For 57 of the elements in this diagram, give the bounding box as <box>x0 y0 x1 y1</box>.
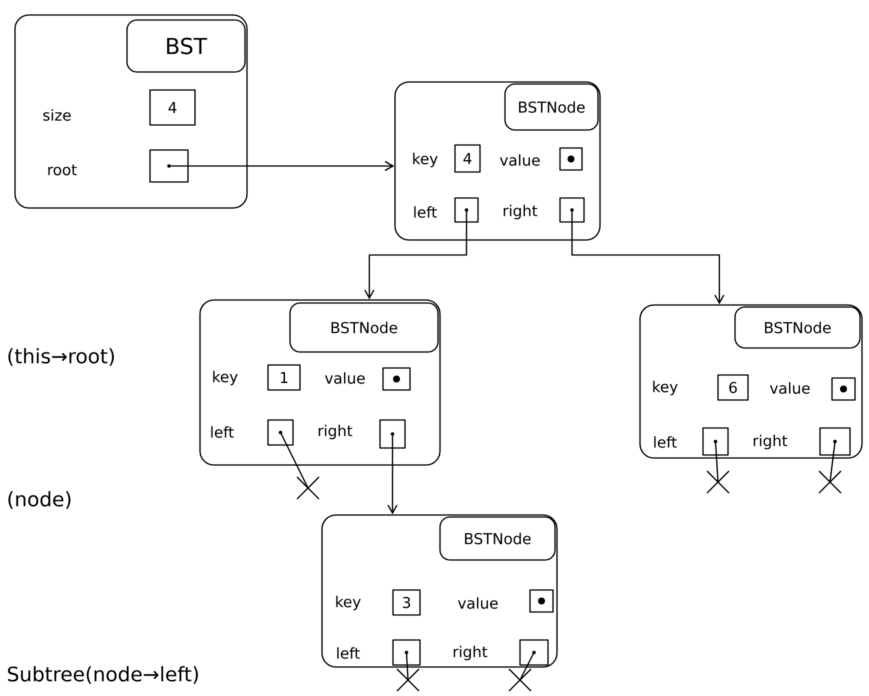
field-label: size <box>43 109 71 121</box>
null-cross <box>296 476 320 500</box>
pointer-cell <box>149 149 189 183</box>
field-cell: 6 <box>717 374 749 401</box>
field-label: right <box>754 434 788 450</box>
field-label: left <box>414 206 437 218</box>
connector-line <box>829 440 836 483</box>
field-label: value <box>458 597 498 609</box>
field-cell: 3 <box>392 589 421 616</box>
code-text: (this→root) <box>8 348 114 366</box>
arrow <box>168 160 394 172</box>
pointer-cell <box>454 197 479 223</box>
field-label: left <box>337 647 360 659</box>
pointer-cell <box>559 197 585 223</box>
code-text: (node) <box>8 491 70 509</box>
field-label: key <box>413 152 438 168</box>
field-label: left <box>211 426 234 438</box>
field-cell: 1 <box>267 364 301 391</box>
header-tab: BSTNode <box>504 83 599 131</box>
connector-line <box>280 432 309 489</box>
pointer-cell <box>392 639 421 666</box>
field-label: key <box>213 370 238 386</box>
field-label: left <box>654 436 677 448</box>
header-tab: BST <box>126 19 246 73</box>
pointer-cell <box>559 147 583 171</box>
pointer-cell <box>519 639 549 666</box>
field-label: value <box>500 154 540 166</box>
field-label: key <box>336 596 361 610</box>
field-cell: 4 <box>454 144 481 173</box>
header-tab: BSTNode <box>439 516 556 561</box>
arrow <box>571 209 724 304</box>
null-cross <box>508 668 532 692</box>
pointer-cell <box>819 427 851 456</box>
field-label: right <box>318 424 352 440</box>
field-label: right <box>504 204 538 220</box>
connector-line <box>406 652 409 681</box>
arrow <box>387 433 398 514</box>
pointer-cell <box>702 427 729 456</box>
connector-line <box>714 440 719 483</box>
code-text: Subtree(node→left) <box>8 666 198 684</box>
pointer-cell <box>267 419 294 446</box>
pointer-cell <box>379 419 406 449</box>
pointer-cell <box>382 367 411 391</box>
field-label: value <box>324 372 365 384</box>
field-label: value <box>770 382 810 394</box>
field-label: root <box>48 164 77 176</box>
null-cross <box>396 668 420 692</box>
field-label: right <box>454 646 488 660</box>
arrow <box>364 209 468 300</box>
null-cross <box>706 470 730 494</box>
header-tab: BSTNode <box>289 302 439 353</box>
field-cell: 4 <box>149 89 196 126</box>
header-tab: BSTNode <box>734 306 861 349</box>
field-label: key <box>653 380 678 396</box>
pointer-cell <box>831 377 856 401</box>
null-cross <box>818 470 842 494</box>
pointer-cell <box>529 589 554 613</box>
